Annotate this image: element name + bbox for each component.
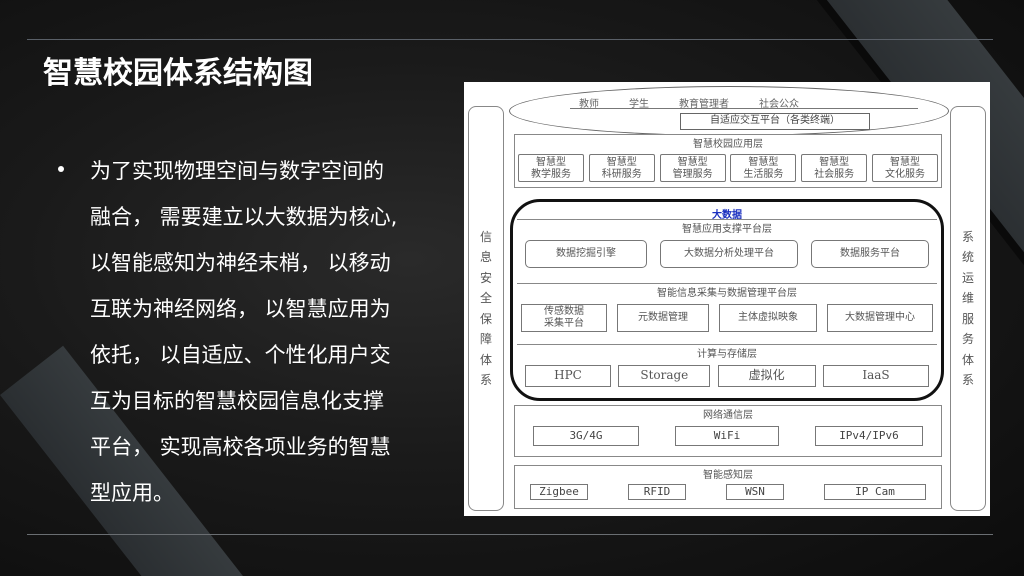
application-layer: 智慧校园应用层 智慧型教学服务 智慧型科研服务 智慧型管理服务 智慧型生活服务 … xyxy=(514,134,942,188)
component-box: Storage xyxy=(618,365,711,387)
bullet-line: 依托， 以自适应、个性化用户交 xyxy=(90,343,391,367)
security-panel: 信 息 安 全 保 障 体 系 xyxy=(468,106,504,511)
bullet-line: 为了实现物理空间与数字空间的 xyxy=(90,159,384,183)
layer-title: 计算与存储层 xyxy=(697,349,757,360)
app-service-box: 智慧型社会服务 xyxy=(801,154,868,182)
component-box: 传感数据采集平台 xyxy=(521,304,607,332)
layer-title: 智能感知层 xyxy=(703,470,753,481)
component-box: HPC xyxy=(525,365,611,387)
users-oval: 教师 学生 教育管理者 社会公众 自适应交互平台（各类终端） xyxy=(509,86,949,136)
support-platform-layer: 智慧应用支撑平台层 数据挖掘引擎 大数据分析处理平台 数据服务平台 xyxy=(517,219,937,279)
bullet-line: 以智能感知为神经末梢， 以移动 xyxy=(90,251,391,275)
user-groups: 教师 学生 教育管理者 社会公众 xyxy=(510,95,948,110)
panel-char: 体 xyxy=(961,352,974,367)
layer-title: 智慧应用支撑平台层 xyxy=(682,224,772,235)
sensing-box: RFID xyxy=(628,484,686,500)
bullet-paragraph: 为了实现物理空间与数字空间的 融合， 需要建立以大数据为核心, 以智能感知为神经… xyxy=(90,148,460,516)
panel-char: 系 xyxy=(961,373,974,387)
bullet-line: 互联为神经网络， 以智慧应用为 xyxy=(90,297,391,321)
bullet-line: 型应用。 xyxy=(90,481,174,505)
operations-panel: 系 统 运 维 服 务 体 系 xyxy=(950,106,986,511)
component-box: 元数据管理 xyxy=(617,304,709,332)
network-box: WiFi xyxy=(675,426,779,446)
user-group: 学生 xyxy=(629,99,649,110)
slide-title: 智慧校园体系结构图 xyxy=(43,56,313,91)
sensing-layer: 智能感知层 Zigbee RFID WSN IP Cam xyxy=(514,465,942,509)
panel-char: 服 xyxy=(961,311,974,326)
user-group: 教师 xyxy=(579,99,599,110)
layer-title: 智能信息采集与数据管理平台层 xyxy=(657,288,797,299)
panel-char: 系 xyxy=(961,229,974,244)
panel-char: 体 xyxy=(479,352,492,367)
network-box: 3G/4G xyxy=(533,426,639,446)
component-box: 主体虚拟映象 xyxy=(719,304,817,332)
bullet-line: 平台， 实现高校各项业务的智慧 xyxy=(90,435,391,459)
panel-char: 系 xyxy=(479,373,492,387)
component-box: 大数据管理中心 xyxy=(827,304,933,332)
app-service-box: 智慧型生活服务 xyxy=(730,154,797,182)
layer-title: 智慧校园应用层 xyxy=(693,139,763,150)
terminal-platform: 自适应交互平台（各类终端） xyxy=(680,113,870,130)
oval-divider xyxy=(570,108,918,109)
component-box: 虚拟化 xyxy=(717,365,816,387)
panel-char: 运 xyxy=(961,270,974,285)
bottom-divider xyxy=(27,534,993,535)
sensing-box: IP Cam xyxy=(824,484,926,500)
panel-char: 息 xyxy=(479,250,492,264)
bigdata-group: 大数据 智慧应用支撑平台层 数据挖掘引擎 大数据分析处理平台 数据服务平台 智能… xyxy=(510,199,944,401)
bigdata-label: 大数据 xyxy=(712,210,742,221)
architecture-diagram: 信 息 安 全 保 障 体 系 系 统 运 维 服 务 体 系 教师 学生 教育… xyxy=(464,82,990,516)
component-box: 大数据分析处理平台 xyxy=(660,240,798,268)
component-box: 数据服务平台 xyxy=(811,240,929,268)
bullet-line: 互为目标的智慧校园信息化支撑 xyxy=(90,389,384,413)
panel-char: 务 xyxy=(961,332,974,346)
user-group: 社会公众 xyxy=(759,99,799,110)
app-service-box: 智慧型管理服务 xyxy=(659,154,726,182)
panel-char: 信 xyxy=(479,229,492,244)
panel-char: 障 xyxy=(479,332,492,346)
app-service-box: 智慧型文化服务 xyxy=(871,154,938,182)
bullet-icon xyxy=(58,166,64,172)
component-box: IaaS xyxy=(822,365,929,387)
user-group: 教育管理者 xyxy=(679,99,729,110)
bullet-line: 融合， 需要建立以大数据为核心, xyxy=(90,205,398,229)
collection-layer: 智能信息采集与数据管理平台层 传感数据采集平台 元数据管理 主体虚拟映象 大数据… xyxy=(517,283,937,343)
panel-char: 安 xyxy=(479,270,492,285)
app-service-box: 智慧型教学服务 xyxy=(518,154,584,182)
network-box: IPv4/IPv6 xyxy=(815,426,923,446)
layer-title: 网络通信层 xyxy=(703,410,753,421)
compute-storage-layer: 计算与存储层 HPC Storage 虚拟化 IaaS xyxy=(517,344,937,398)
panel-char: 保 xyxy=(479,311,492,326)
component-box: 数据挖掘引擎 xyxy=(525,240,647,268)
panel-char: 维 xyxy=(961,291,974,305)
panel-char: 统 xyxy=(961,250,974,264)
panel-char: 全 xyxy=(479,291,492,305)
top-divider xyxy=(27,39,993,40)
sensing-box: WSN xyxy=(726,484,784,500)
app-service-box: 智慧型科研服务 xyxy=(588,154,655,182)
sensing-box: Zigbee xyxy=(530,484,588,500)
network-layer: 网络通信层 3G/4G WiFi IPv4/IPv6 xyxy=(514,405,942,457)
